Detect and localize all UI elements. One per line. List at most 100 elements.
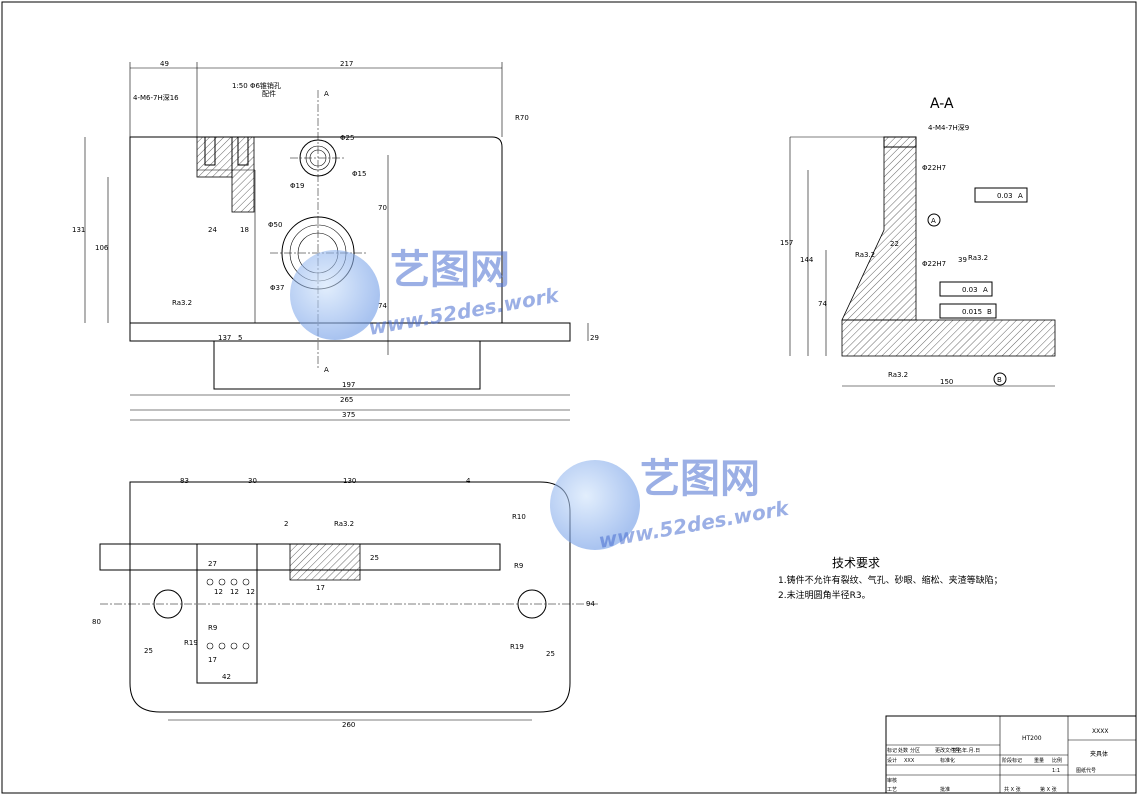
dim-130: 130 <box>343 477 356 485</box>
dim-25-top: 25 <box>370 554 379 562</box>
dim-phi50: Φ50 <box>268 221 282 229</box>
datum-b-label: B <box>997 376 1002 384</box>
dim-5: 5 <box>238 334 242 342</box>
tb-count: 处数 <box>898 747 908 754</box>
tb-sheet-no: 第 X 张 <box>1040 786 1057 793</box>
dim-80: 80 <box>92 618 101 626</box>
dim-r70: R70 <box>515 114 529 122</box>
dim-r19-left: R19 <box>184 639 198 647</box>
requirements-title: 技术要求 <box>832 556 880 570</box>
hole-pattern-top <box>206 578 250 650</box>
tol-datum-a2: A <box>983 286 988 294</box>
tb-date: 年.月.日 <box>962 747 980 754</box>
roughness-ra32: Ra3.2 <box>172 299 192 307</box>
top-view <box>99 481 600 721</box>
dim-131: 131 <box>72 226 85 234</box>
dim-r9-left: R9 <box>208 624 217 632</box>
roughness-ra32-c: Ra3.2 <box>888 371 908 379</box>
dim-17-left: 17 <box>208 656 217 664</box>
dim-22: 22 <box>890 240 899 248</box>
dim-217: 217 <box>340 60 353 68</box>
tb-part-name: 夹具体 <box>1090 750 1108 758</box>
section-title: A-A <box>930 96 954 112</box>
watermark-brand-2: 艺图网 <box>640 456 760 502</box>
dim-r19-right: R19 <box>510 643 524 651</box>
tol-003-a: 0.03 <box>997 192 1013 200</box>
dim-phi22h7-b: Φ22H7 <box>922 260 946 268</box>
datum-a-label: A <box>931 217 936 225</box>
dim-2: 2 <box>284 520 288 528</box>
tol-003-b: 0.03 <box>962 286 978 294</box>
tb-scale: 1:1 <box>1052 768 1060 774</box>
tol-0015: 0.015 <box>962 308 982 316</box>
section-view <box>789 136 1056 387</box>
tb-review: 审核 <box>887 777 897 784</box>
tb-weight: 重量 <box>1034 757 1044 764</box>
dim-18: 18 <box>240 226 249 234</box>
dim-24: 24 <box>208 226 217 234</box>
dim-phi15: Φ15 <box>352 170 366 178</box>
dim-150: 150 <box>940 378 953 386</box>
tb-stage: 阶段标记 <box>1002 757 1022 764</box>
tb-designer: XXX <box>904 758 915 764</box>
dim-17-top: 17 <box>316 584 325 592</box>
note-fitting: 配件 <box>262 89 276 98</box>
tb-company: XXXX <box>1092 728 1108 735</box>
dim-74-section: 74 <box>818 300 827 308</box>
tb-standard: 标准化 <box>940 757 955 764</box>
dim-phi25: Φ25 <box>340 134 354 142</box>
tb-mark: 标记 <box>887 747 897 754</box>
dim-137: 137 <box>218 334 231 342</box>
tol-datum-b: B <box>987 308 992 316</box>
title-block <box>885 715 1137 794</box>
dim-25-right: 25 <box>546 650 555 658</box>
roughness-ra32-b: Ra3.2 <box>968 254 988 262</box>
dim-4: 4 <box>466 477 471 485</box>
tb-zone: 分区 <box>910 747 920 754</box>
roughness-ra32-top: Ra3.2 <box>334 520 354 528</box>
note-m4: 4-M4-7H深9 <box>928 123 969 132</box>
dim-197: 197 <box>342 381 355 389</box>
roughness-ra32-a: Ra3.2 <box>855 251 875 259</box>
tb-design: 设计 <box>887 757 897 764</box>
note-thread: 4-M6-7H深16 <box>133 93 179 102</box>
dim-r10: R10 <box>512 513 526 521</box>
dim-30: 30 <box>248 477 257 485</box>
dim-phi22h7-a: Φ22H7 <box>922 164 946 172</box>
tb-change-doc: 更改文件号 <box>935 747 960 754</box>
dim-25-left: 25 <box>144 647 153 655</box>
dim-70: 70 <box>378 204 387 212</box>
dim-106: 106 <box>95 244 109 252</box>
dim-12-b: 12 <box>230 588 239 596</box>
dim-39: 39 <box>958 256 967 264</box>
section-mark-bottom: A <box>324 366 329 374</box>
tb-signature: 签名 <box>952 747 962 754</box>
requirement-2: 2.未注明圆角半径R3。 <box>778 589 871 601</box>
watermark-2: 艺图网 www.52des.work <box>550 456 792 553</box>
dim-375: 375 <box>342 411 355 419</box>
dim-94: 94 <box>586 600 595 608</box>
tb-scale-label: 比例 <box>1052 757 1062 764</box>
tol-datum-a1: A <box>1018 192 1023 200</box>
dim-12-c: 12 <box>246 588 255 596</box>
dim-74: 74 <box>378 302 387 310</box>
section-mark-top: A <box>324 90 329 98</box>
tb-material: HT200 <box>1022 735 1042 742</box>
tb-process: 工艺 <box>887 787 897 793</box>
dim-42: 42 <box>222 673 231 681</box>
dim-12-a: 12 <box>214 588 223 596</box>
tb-total-sheets: 共 X 张 <box>1004 786 1021 793</box>
requirement-1: 1.铸件不允许有裂纹、气孔、砂眼、缩松、夹渣等缺陷； <box>778 574 1003 586</box>
dim-phi19: Φ19 <box>290 182 304 190</box>
watermark-1: 艺图网 www.52des.work <box>290 247 562 340</box>
tb-drawing-code: 图纸代号 <box>1076 767 1096 774</box>
dim-260: 260 <box>342 721 355 729</box>
dim-27: 27 <box>208 560 217 568</box>
note-taper-pin: 1:50 Φ6锥销孔 <box>232 81 281 90</box>
dim-265: 265 <box>340 396 353 404</box>
watermark-brand-1: 艺图网 <box>390 247 510 293</box>
tb-approve: 批准 <box>940 786 950 793</box>
front-view <box>84 62 589 421</box>
